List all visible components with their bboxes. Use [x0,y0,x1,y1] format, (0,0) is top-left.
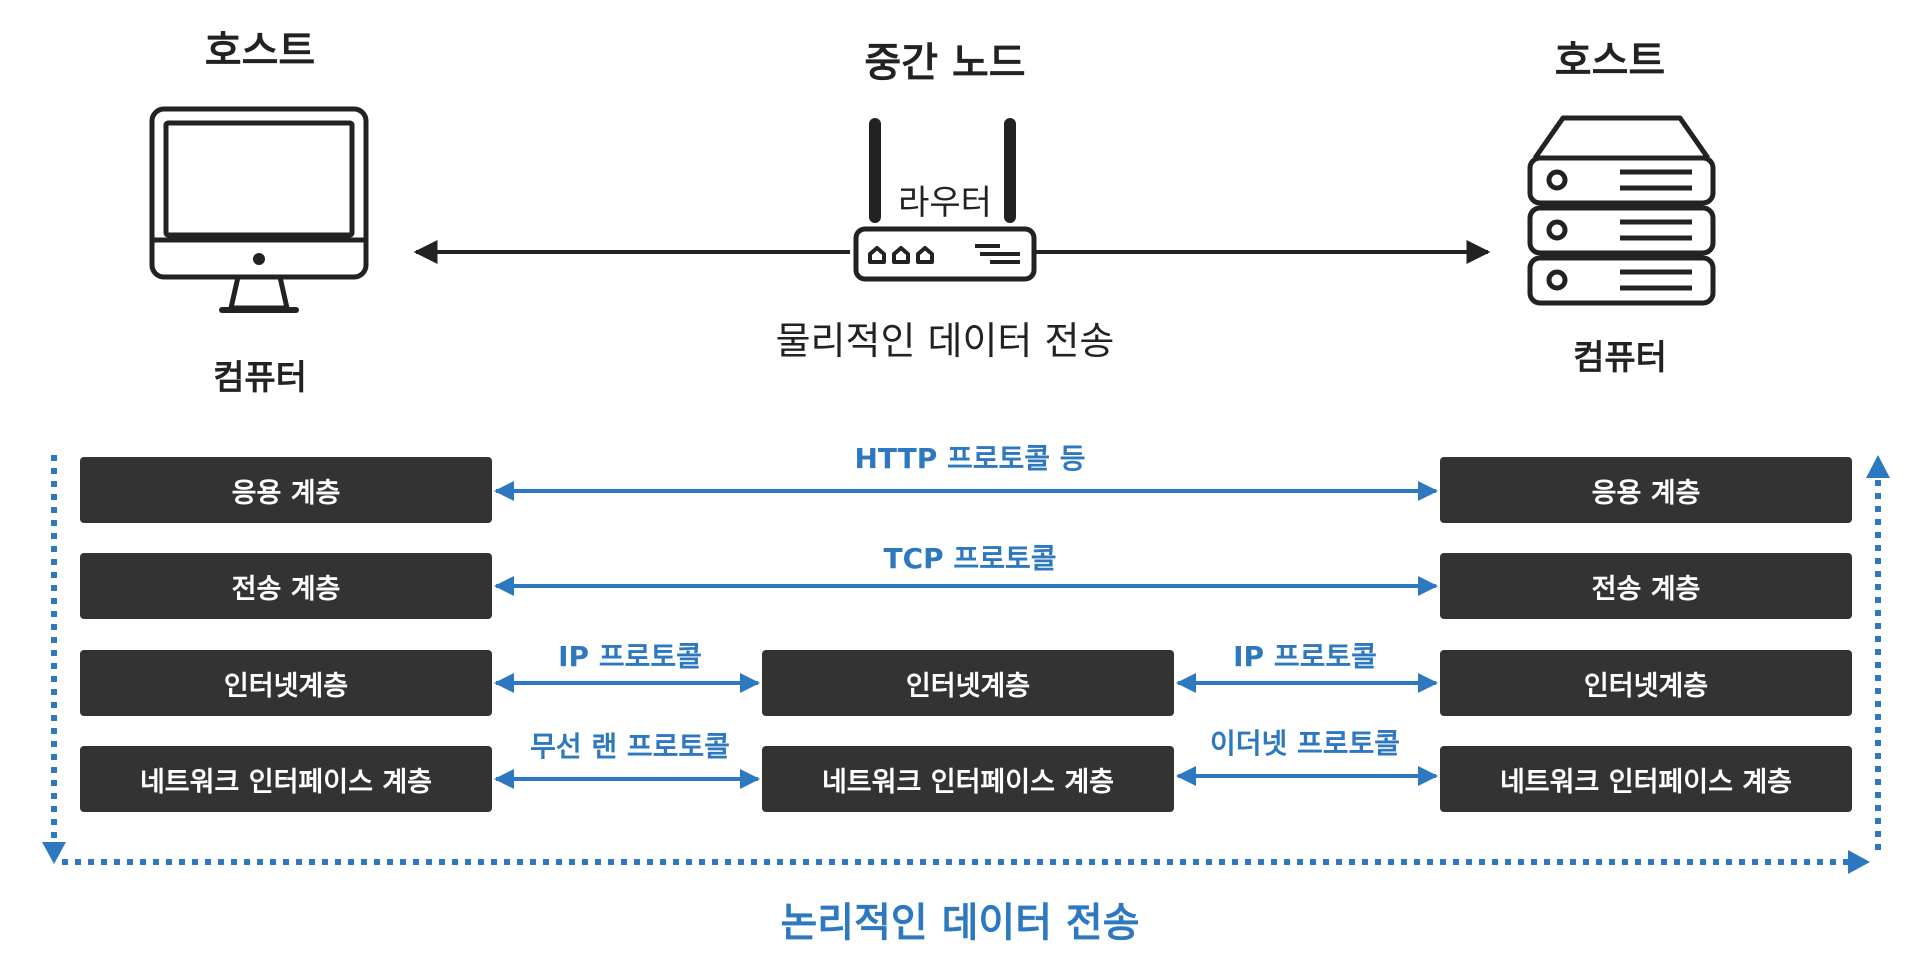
right-internet-layer: 인터넷계층 [1440,650,1852,716]
link-right-protocol-label: 이더넷 프로토콜 [1209,727,1401,760]
middle-network-interface-layer: 네트워크 인터페이스 계층 [762,746,1174,812]
right-transport-layer: 전송 계층 [1440,553,1852,619]
right-computer-label: 컴퓨터 [1573,338,1667,378]
monitor-icon [149,106,369,313]
router-icon [853,118,1037,282]
middle-node-label: 중간 노드 [864,40,1026,86]
logical-path-arrowheads [42,455,1890,874]
logical-transfer-label: 논리적인 데이터 전송 [780,900,1140,946]
internet-left-protocol-label: IP 프로토콜 [558,640,702,673]
right-host-label: 호스트 [1554,38,1666,84]
link-left-protocol-label: 무선 랜 프로토콜 [530,730,730,763]
middle-internet-layer: 인터넷계층 [762,650,1174,716]
left-computer-label: 컴퓨터 [213,358,307,398]
left-transport-layer: 전송 계층 [80,553,492,619]
left-network-interface-layer: 네트워크 인터페이스 계층 [80,746,492,812]
transport-protocol-label: TCP 프로토콜 [883,542,1057,575]
physical-transfer-label: 물리적인 데이터 전송 [775,319,1115,363]
left-host-label: 호스트 [204,28,316,74]
server-icon [1527,115,1716,306]
left-application-layer: 응용 계층 [80,457,492,523]
left-internet-layer: 인터넷계층 [80,650,492,716]
right-application-layer: 응용 계층 [1440,457,1852,523]
application-protocol-label: HTTP 프로토콜 등 [854,442,1086,475]
router-label: 라우터 [898,183,992,223]
right-network-interface-layer: 네트워크 인터페이스 계층 [1440,746,1852,812]
internet-right-protocol-label: IP 프로토콜 [1233,640,1377,673]
logical-path [51,455,1881,865]
